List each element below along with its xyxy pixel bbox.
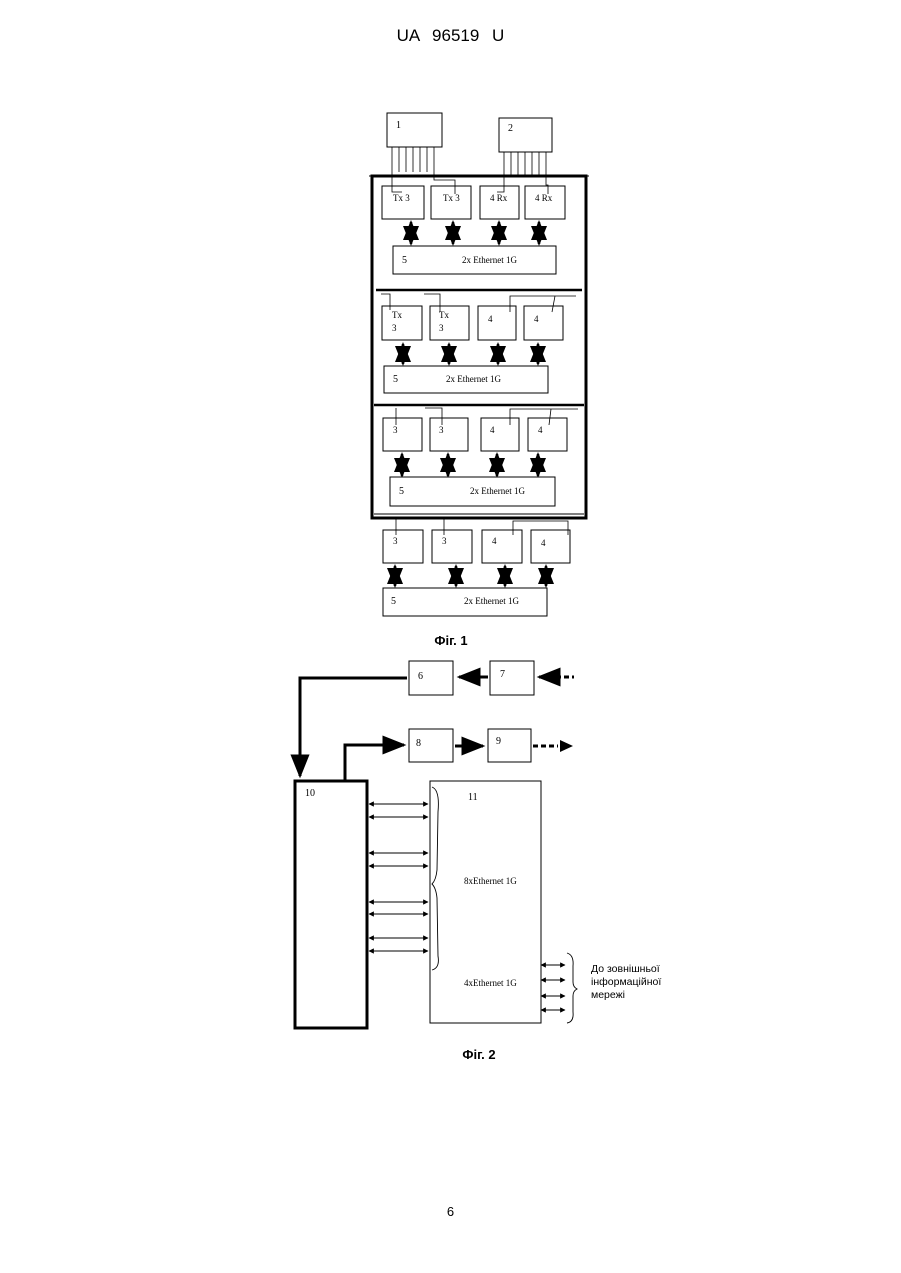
- switch-label: 2x Ethernet 1G: [464, 596, 519, 606]
- block-7: [490, 661, 534, 695]
- tx-label: 3: [439, 323, 444, 333]
- figure-2-caption: Фіг. 2: [462, 1047, 495, 1062]
- tx-module: [430, 306, 469, 340]
- tx-module: [430, 418, 468, 451]
- rx-module: [531, 530, 570, 563]
- connector-2-label: 2: [508, 123, 513, 134]
- block-9: [488, 729, 531, 762]
- tx-label: Tx 3: [393, 193, 410, 203]
- board-1: Tx 3 Tx 3 4 Rx 4 Rx 5 2x Ethernet 1G: [382, 172, 565, 274]
- tx-module: [383, 530, 423, 563]
- internal-links-label: 8xEthernet 1G: [464, 876, 517, 886]
- block-10-label: 10: [305, 788, 315, 799]
- external-network-note: До зовнішньої: [591, 963, 660, 975]
- block-7-label: 7: [500, 669, 505, 680]
- external-links-brace: [567, 953, 577, 1023]
- rx-label: 4: [541, 538, 546, 548]
- tx-label: 3: [393, 425, 398, 435]
- tx-label: Tx: [392, 310, 402, 320]
- rx-module: [481, 418, 519, 451]
- block-9-label: 9: [496, 736, 501, 747]
- switch-number: 5: [402, 255, 407, 266]
- optical-connector-2: 2: [499, 118, 552, 175]
- rx-label: 4: [492, 536, 497, 546]
- tx-label: 3: [392, 323, 397, 333]
- tx-module: [382, 306, 422, 340]
- switch-label: 2x Ethernet 1G: [470, 486, 525, 496]
- page-number: 6: [0, 1204, 901, 1219]
- internal-ethernet-links: [369, 804, 428, 951]
- rx-label: 4 Rx: [490, 193, 508, 203]
- board-3: 3 3 4 4 5 2x Ethernet 1G: [383, 408, 578, 506]
- tx-label: Tx 3: [443, 193, 460, 203]
- block-6: [409, 661, 453, 695]
- rx-label: 4: [490, 425, 495, 435]
- external-network-note: мережі: [591, 989, 625, 1001]
- block-6-label: 6: [418, 671, 423, 682]
- external-links-label: 4xEthernet 1G: [464, 978, 517, 988]
- tx-label: 3: [439, 425, 444, 435]
- tx-module: [383, 418, 422, 451]
- switch-number: 5: [399, 486, 404, 497]
- board-4: 3 3 4 4 5 2x Ethernet 1G: [383, 518, 570, 616]
- figure-2: 6 7 8 9 10 11 8xEthernet 1G 4xEthernet 1…: [295, 661, 661, 1062]
- rx-module: [528, 418, 567, 451]
- switch-number: 5: [393, 374, 398, 385]
- switch-label: 2x Ethernet 1G: [462, 255, 517, 265]
- connector-1-label: 1: [396, 120, 401, 131]
- figure-1: 1 2 Tx 3: [369, 113, 589, 648]
- switch-number: 5: [391, 596, 396, 607]
- board-2: Tx 3 Tx 3 4 4 5 2x Ethernet 1G: [381, 294, 576, 393]
- block-10-controller: [295, 781, 367, 1028]
- external-network-note: інформаційної: [591, 976, 661, 988]
- optical-connector-1: 1: [387, 113, 442, 172]
- switch-label: 2x Ethernet 1G: [446, 374, 501, 384]
- block-11-label: 11: [468, 792, 478, 803]
- tx-label: Tx: [439, 310, 449, 320]
- rx-label: 4 Rx: [535, 193, 553, 203]
- tx-label: 3: [442, 536, 447, 546]
- tx-label: 3: [393, 536, 398, 546]
- rx-label: 4: [534, 314, 539, 324]
- figure-1-caption: Фіг. 1: [434, 633, 467, 648]
- rx-label: 4: [488, 314, 493, 324]
- rx-module: [524, 306, 563, 340]
- external-ethernet-links: [541, 965, 565, 1010]
- tx-module: [432, 530, 472, 563]
- block-8-label: 8: [416, 738, 421, 749]
- rx-label: 4: [538, 425, 543, 435]
- rx-module: [482, 530, 522, 563]
